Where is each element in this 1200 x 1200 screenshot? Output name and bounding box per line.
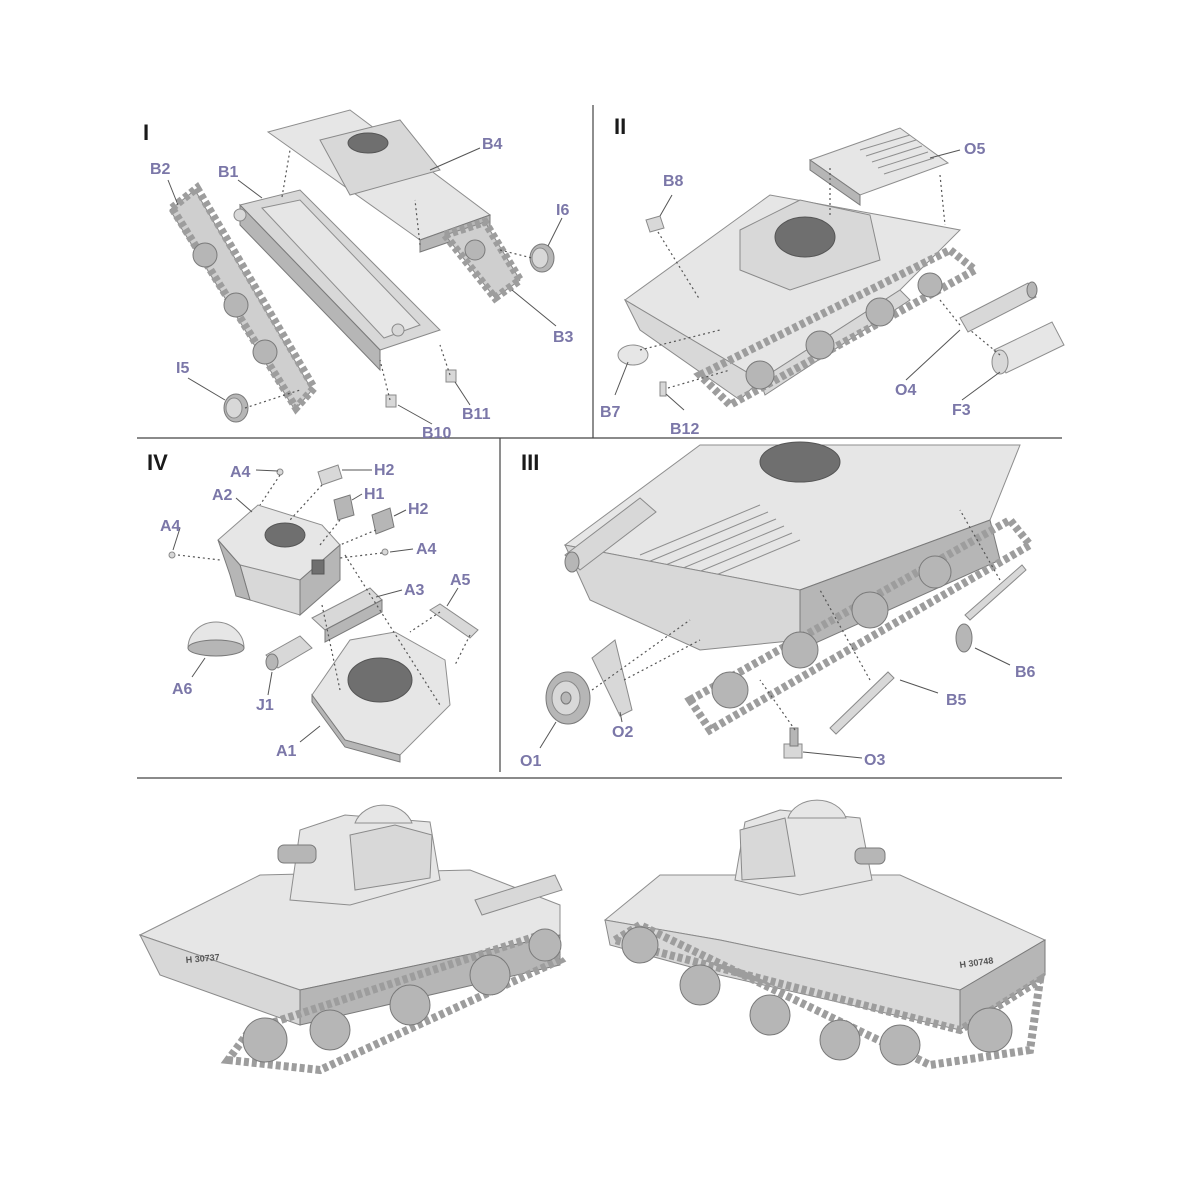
- turret-shell-a2: [217, 504, 341, 617]
- rear-view-hull-marking: H 30748: [959, 955, 994, 970]
- finished-model-rear-view: H 30748: [603, 799, 1047, 1070]
- part-a4-top: [276, 468, 284, 476]
- part-b11: [445, 369, 457, 383]
- step-3-number: III: [521, 450, 539, 475]
- label-o3: O3: [864, 752, 885, 769]
- hull-assembly: [623, 194, 983, 410]
- label-h2-top: H2: [374, 462, 395, 479]
- label-o5: O5: [964, 141, 985, 158]
- label-b10: B10: [422, 425, 451, 442]
- step-2-number: II: [614, 114, 626, 139]
- step-3-panel: III: [520, 441, 1037, 770]
- label-b7: B7: [600, 404, 621, 421]
- label-b2: B2: [150, 161, 171, 178]
- part-b12: [659, 381, 667, 397]
- front-view-hull-marking: H 30737: [185, 952, 220, 965]
- gun-part-a5: [429, 603, 479, 639]
- spare-wheel-o1: [545, 671, 591, 725]
- engine-deck-o5: [808, 127, 950, 206]
- label-a5: A5: [450, 572, 471, 589]
- idler-wheel-i6: [529, 243, 555, 273]
- label-h2-side: H2: [408, 501, 429, 518]
- left-track-b2: [166, 181, 319, 415]
- part-b10: [385, 394, 397, 408]
- shovel-b6: [955, 564, 1027, 653]
- label-a3: A3: [404, 582, 425, 599]
- label-a6: A6: [172, 681, 193, 698]
- muffler-f3: [991, 321, 1065, 375]
- label-a4-top: A4: [230, 464, 251, 481]
- hull-rear-view: [563, 441, 1037, 736]
- label-f3: F3: [952, 402, 971, 419]
- label-b6: B6: [1015, 664, 1036, 681]
- label-a1: A1: [276, 743, 297, 760]
- exhaust-o4: [959, 281, 1038, 333]
- jack-o3: [783, 727, 803, 759]
- gun-mount-a3: [311, 587, 383, 643]
- finished-model-front-view: H 30737: [138, 804, 567, 1075]
- label-h1: H1: [364, 486, 385, 503]
- label-o2: O2: [612, 724, 633, 741]
- hatch-b8: [645, 215, 665, 233]
- label-o4: O4: [895, 382, 916, 399]
- label-b5: B5: [946, 692, 967, 709]
- cupola-dome-a6: [187, 621, 245, 657]
- label-b12: B12: [670, 421, 699, 438]
- label-j1: J1: [256, 697, 274, 714]
- vision-block-h1: [333, 494, 355, 521]
- vision-block-h2-top: [317, 464, 343, 486]
- label-a2: A2: [212, 487, 233, 504]
- turret-ring-a1: [311, 631, 451, 763]
- label-b11: B11: [462, 406, 491, 423]
- wheel-bracket-o2: [591, 639, 633, 717]
- label-a4-left: A4: [160, 518, 181, 535]
- label-i6: I6: [556, 202, 569, 219]
- label-b3: B3: [553, 329, 574, 346]
- cupola-cap-b7: [617, 344, 649, 366]
- label-b4: B4: [482, 136, 503, 153]
- label-b8: B8: [663, 173, 684, 190]
- step-4-panel: IV: [147, 450, 479, 763]
- tool-b5: [829, 671, 895, 735]
- label-o1: O1: [520, 753, 541, 770]
- label-b1: B1: [218, 164, 239, 181]
- vision-block-h2-side: [371, 507, 395, 535]
- step-4-number: IV: [147, 450, 168, 475]
- right-track-b3: [438, 217, 526, 304]
- label-i5: I5: [176, 360, 189, 377]
- step-1-number: I: [143, 120, 149, 145]
- idler-wheel-i5: [223, 393, 249, 423]
- step-2-panel: II: [600, 114, 1065, 438]
- upper-hull-b4: [266, 109, 492, 253]
- part-a4-left: [168, 551, 176, 559]
- label-a4-right: A4: [416, 541, 437, 558]
- hull-tub-b1: [233, 189, 441, 372]
- part-a4-right: [381, 548, 389, 556]
- gun-barrel-j1: [265, 635, 313, 671]
- step-1-panel: I: [143, 109, 574, 442]
